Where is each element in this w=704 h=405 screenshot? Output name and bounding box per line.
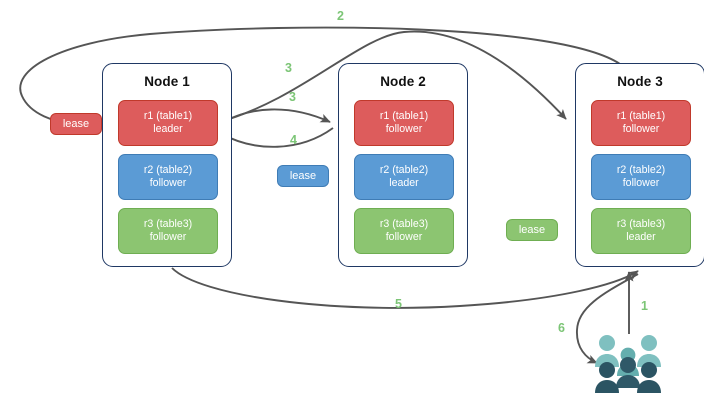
range-r2-node1[interactable]: r2 (table2) follower — [118, 154, 218, 200]
range-name: r3 (table3) — [143, 218, 193, 230]
step-label-2: 2 — [337, 9, 344, 23]
range-r2-node2[interactable]: r2 (table2) leader — [354, 154, 454, 200]
range-r1-node2[interactable]: r1 (table1) follower — [354, 100, 454, 146]
range-role: leader — [626, 231, 656, 243]
range-r2-node3[interactable]: r2 (table2) follower — [591, 154, 691, 200]
range-name: r2 (table2) — [616, 164, 666, 176]
range-role: follower — [385, 123, 423, 135]
step-label-6: 6 — [558, 321, 565, 335]
lease-badge-r2: lease — [277, 165, 329, 187]
range-name: r2 (table2) — [143, 164, 193, 176]
step-label-1: 1 — [641, 299, 648, 313]
step-label-4: 4 — [290, 133, 297, 147]
range-role: follower — [149, 177, 187, 189]
edge-step-4 — [221, 127, 334, 148]
range-role: follower — [622, 177, 660, 189]
range-name: r1 (table1) — [616, 110, 666, 122]
range-r1-node1[interactable]: r1 (table1) leader — [118, 100, 218, 146]
step-label-3-short: 3 — [289, 90, 296, 104]
lease-badge-r1: lease — [50, 113, 102, 135]
range-name: r2 (table2) — [379, 164, 429, 176]
range-r3-node1[interactable]: r3 (table3) follower — [118, 208, 218, 254]
node-title: Node 3 — [617, 74, 663, 89]
edge-step-5 — [171, 267, 639, 309]
range-name: r3 (table3) — [616, 218, 666, 230]
range-role: follower — [149, 231, 187, 243]
range-r3-node2[interactable]: r3 (table3) follower — [354, 208, 454, 254]
range-role: leader — [389, 177, 419, 189]
users-group-icon — [595, 335, 661, 393]
range-r3-node3[interactable]: r3 (table3) leader — [591, 208, 691, 254]
node-title: Node 1 — [144, 74, 190, 89]
range-name: r3 (table3) — [379, 218, 429, 230]
node-node3[interactable]: Node 3 r1 (table1) follower r2 (table2) … — [575, 63, 704, 267]
step-label-5: 5 — [395, 297, 402, 311]
node-node2[interactable]: Node 2 r1 (table1) follower r2 (table2) … — [338, 63, 468, 267]
range-name: r1 (table1) — [379, 110, 429, 122]
range-r1-node3[interactable]: r1 (table1) follower — [591, 100, 691, 146]
edge-step-3-short — [219, 108, 331, 125]
node-node1[interactable]: Node 1 r1 (table1) leader r2 (table2) fo… — [102, 63, 232, 267]
range-role: leader — [153, 123, 183, 135]
range-name: r1 (table1) — [143, 110, 193, 122]
range-role: follower — [622, 123, 660, 135]
step-label-3-long: 3 — [285, 61, 292, 75]
range-role: follower — [385, 231, 423, 243]
lease-badge-r3: lease — [506, 219, 558, 241]
node-title: Node 2 — [380, 74, 426, 89]
